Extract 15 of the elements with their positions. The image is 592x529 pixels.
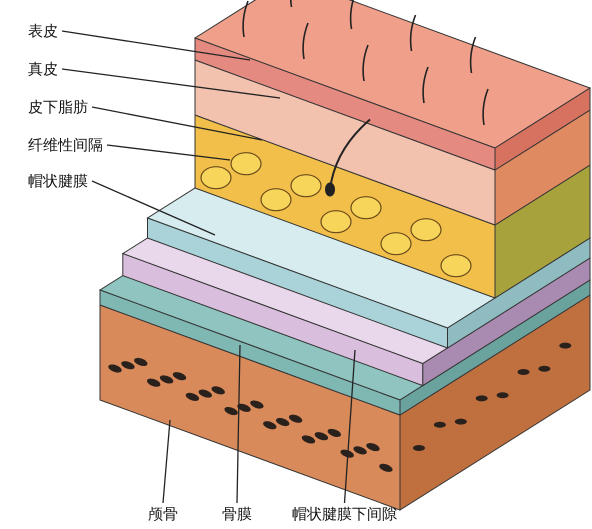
layer-label: 表皮	[28, 22, 58, 40]
layer-label: 颅骨	[148, 505, 178, 523]
layer-label: 皮下脂肪	[28, 98, 88, 116]
leader-line	[106, 144, 230, 161]
layer-label: 骨膜	[222, 505, 252, 523]
layer-label: 真皮	[28, 60, 58, 78]
leader-line	[236, 344, 241, 504]
leader-line	[62, 68, 280, 99]
leader-line	[92, 180, 216, 236]
leader-line	[92, 106, 262, 141]
leader-line	[62, 30, 250, 61]
leader-line	[162, 420, 171, 504]
layer-label: 帽状腱膜	[28, 172, 88, 190]
layer-label: 帽状腱膜下间隙	[292, 505, 397, 523]
layer-label: 纤维性间隔	[28, 136, 103, 154]
